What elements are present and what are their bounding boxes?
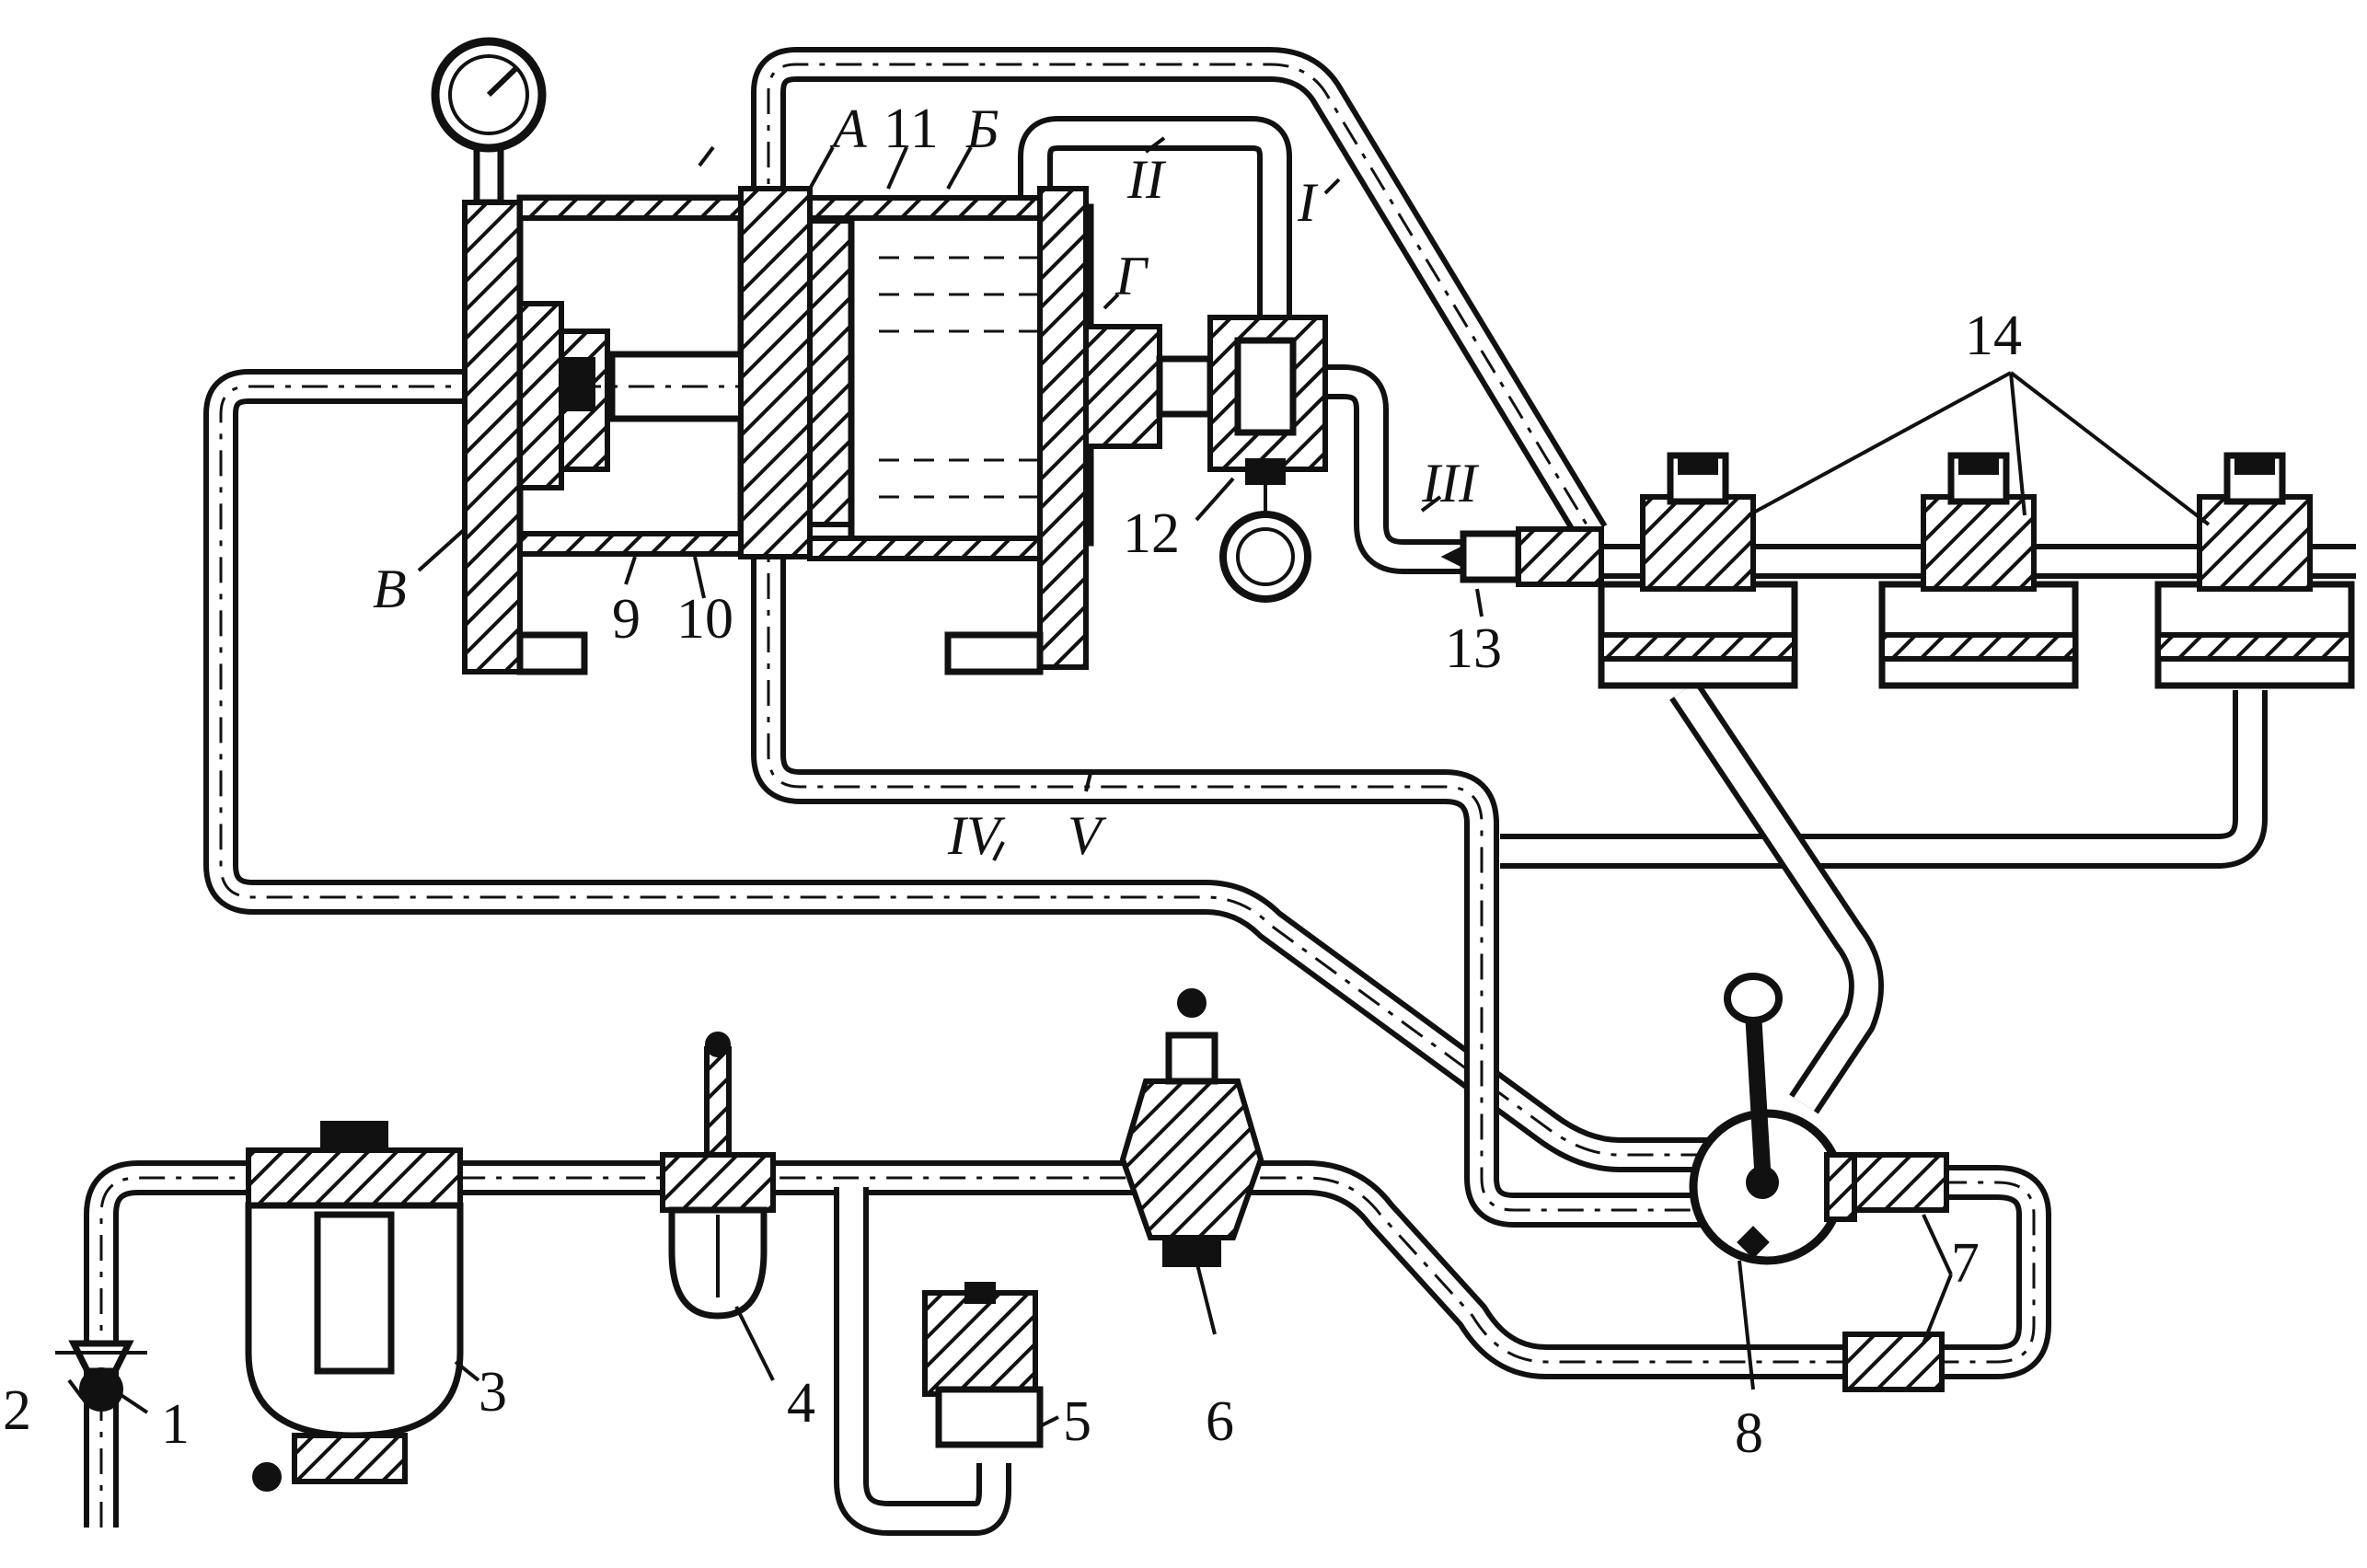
line-IV	[203, 369, 1712, 1172]
label-line-i: I	[1297, 172, 1319, 233]
label-14: 14	[1965, 305, 2022, 367]
label-9: 9	[612, 588, 641, 651]
distributor-8	[1689, 973, 1857, 1265]
label-11: 11	[883, 98, 939, 160]
label-1: 1	[161, 1393, 190, 1456]
label-7: 7	[1951, 1232, 1980, 1295]
throttle-13	[1440, 526, 1604, 587]
hoses-7	[1842, 1152, 1949, 1392]
label-line-iii: III	[1421, 453, 1480, 513]
label-3: 3	[479, 1361, 507, 1424]
lubricator-4	[660, 1032, 776, 1320]
pressure-gauge-12	[1219, 511, 1311, 603]
label-line-ii: II	[1126, 149, 1167, 210]
pneumohydraulic-cylinder	[431, 37, 1604, 675]
label-10: 10	[676, 588, 733, 651]
label-13: 13	[1445, 617, 1502, 680]
line-II	[1018, 116, 1292, 317]
label-8: 8	[1735, 1402, 1763, 1465]
valves-14-return-line	[1500, 690, 2268, 869]
label-2: 2	[3, 1379, 31, 1442]
branch-to-5	[834, 1187, 1011, 1536]
valve-14-to-8-line	[1669, 680, 1884, 1114]
label-6: 6	[1206, 1390, 1234, 1453]
left-end-cover	[462, 200, 523, 674]
leader-lines	[67, 136, 2211, 1428]
reducing-valve-6	[1119, 988, 1264, 1267]
label-5: 5	[1063, 1390, 1091, 1453]
label-chamber-v: В	[373, 559, 407, 619]
label-line-v: V	[1068, 805, 1107, 866]
valve-14-a	[1598, 452, 1798, 689]
filter-3	[245, 1121, 464, 1492]
distributor-handle	[1724, 973, 1783, 1024]
label-chamber-b: Б	[965, 98, 999, 159]
valve-14-c	[2154, 452, 2355, 689]
supply-line	[84, 1160, 2051, 1528]
supply-components	[55, 973, 1949, 1492]
valves-14	[1598, 452, 2355, 689]
line-V	[751, 520, 1712, 1228]
label-chamber-g: Г	[1114, 246, 1149, 306]
shutoff-valve-1-2	[55, 1340, 147, 1412]
line-I	[751, 47, 1608, 543]
pressure-switch-5	[922, 1282, 1044, 1448]
label-12: 12	[1123, 502, 1180, 565]
valve-14-b	[1878, 452, 2079, 689]
pressure-gauge-top	[431, 37, 547, 206]
right-end-cover	[1037, 186, 1089, 670]
labels: 2 1 3 4 5 6 7 8 9 10 11 12 13 14 А Б В Г…	[3, 98, 2022, 1465]
label-4: 4	[787, 1372, 815, 1435]
valve-12	[1207, 315, 1328, 603]
label-chamber-a: А	[829, 98, 867, 159]
label-line-iv: IV	[947, 805, 1006, 866]
line-III	[1325, 364, 1601, 574]
